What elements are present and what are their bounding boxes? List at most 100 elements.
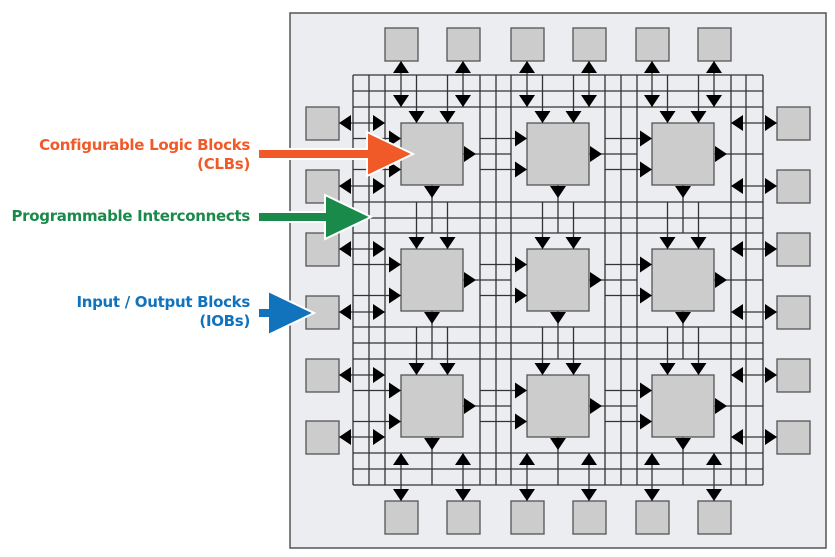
iob-left — [305, 420, 340, 455]
clb-input-arrow — [565, 237, 582, 249]
clb-output-arrow — [424, 438, 440, 450]
clb-block — [651, 122, 715, 186]
clb-input-arrow — [565, 363, 582, 375]
clb-output-arrow — [715, 272, 727, 288]
iob-arrow — [519, 453, 535, 465]
iob-arrow — [393, 95, 409, 107]
clb-block — [651, 248, 715, 312]
clb-output-arrow — [550, 312, 566, 324]
clb-block — [651, 374, 715, 438]
iob-arrow — [581, 95, 597, 107]
iob-arrow — [339, 178, 351, 194]
clb-output-arrow — [675, 186, 691, 198]
iob-callout-arrow — [257, 289, 317, 337]
iob-arrow — [644, 489, 660, 501]
iob-arrow — [373, 304, 385, 320]
clb-block — [526, 248, 590, 312]
iob-arrow — [706, 95, 722, 107]
iob-arrow — [339, 304, 351, 320]
iob-arrow — [455, 61, 471, 73]
iob-bottom — [446, 500, 481, 535]
iob-arrow — [644, 61, 660, 73]
iob-arrow — [706, 489, 722, 501]
clb-input-arrow — [534, 111, 551, 123]
clb-input-arrow — [659, 237, 676, 249]
iob-arrow — [731, 178, 743, 194]
clb-input-arrow — [439, 111, 456, 123]
clb-output-arrow — [590, 398, 602, 414]
callout-label-iob: Input / Output Blocks (IOBs) — [76, 293, 250, 331]
clb-input-arrow — [408, 363, 425, 375]
iob-arrow — [373, 241, 385, 257]
callout-arrows — [257, 130, 416, 337]
clb-block — [400, 248, 464, 312]
iob-arrow — [455, 95, 471, 107]
clb-input-arrow — [534, 237, 551, 249]
interconnect-callout-arrow — [257, 193, 374, 241]
callout-clb-line1: Configurable Logic Blocks — [39, 136, 250, 154]
iob-arrow — [339, 241, 351, 257]
iob-arrow — [455, 489, 471, 501]
iob-arrow — [765, 429, 777, 445]
clb-input-arrow — [640, 130, 652, 147]
iob-arrow — [393, 61, 409, 73]
callout-interconnect-line1: Programmable Interconnects — [11, 207, 250, 225]
iob-left — [305, 169, 340, 204]
clb-input-arrow — [515, 161, 527, 178]
iob-arrow — [393, 453, 409, 465]
clb-input-arrow — [690, 237, 707, 249]
iob-top — [510, 27, 545, 62]
clb-input-arrow — [389, 161, 401, 178]
iob-bottom — [510, 500, 545, 535]
iob-top — [446, 27, 481, 62]
iob-right — [776, 420, 811, 455]
iob-arrow — [644, 453, 660, 465]
iob-bottom — [384, 500, 419, 535]
clb-input-arrow — [389, 287, 401, 304]
iob-arrow — [731, 304, 743, 320]
clb-output-arrow — [464, 146, 476, 162]
iob-arrow — [765, 178, 777, 194]
iob-arrow — [455, 453, 471, 465]
iob-top — [572, 27, 607, 62]
iob-arrow — [765, 304, 777, 320]
iob-arrow — [519, 489, 535, 501]
clb-input-arrow — [640, 382, 652, 399]
iob-arrow — [373, 429, 385, 445]
iob-top — [697, 27, 732, 62]
signal-arrows — [339, 61, 777, 501]
clb-output-arrow — [715, 398, 727, 414]
iob-arrow — [519, 61, 535, 73]
iob-right — [776, 232, 811, 267]
iob-arrow — [339, 367, 351, 383]
clb-block — [526, 374, 590, 438]
clb-output-arrow — [464, 272, 476, 288]
clb-input-arrow — [515, 130, 527, 147]
clb-output-arrow — [675, 312, 691, 324]
callout-label-interconnect: Programmable Interconnects — [11, 207, 250, 226]
clb-input-arrow — [515, 287, 527, 304]
iob-arrow — [765, 115, 777, 131]
clb-output-arrow — [550, 186, 566, 198]
iob-arrow — [706, 61, 722, 73]
clb-output-arrow — [590, 272, 602, 288]
clb-input-arrow — [389, 413, 401, 430]
clb-input-arrow — [389, 256, 401, 273]
iob-arrow — [731, 429, 743, 445]
iob-left — [305, 106, 340, 141]
clb-block — [400, 374, 464, 438]
clb-block — [526, 122, 590, 186]
clb-input-arrow — [439, 237, 456, 249]
iob-bottom — [635, 500, 670, 535]
callout-iob-line1: Input / Output Blocks — [76, 293, 250, 311]
clb-input-arrow — [690, 363, 707, 375]
callout-label-clb: Configurable Logic Blocks (CLBs) — [39, 136, 250, 174]
clb-input-arrow — [408, 237, 425, 249]
iob-arrow — [731, 115, 743, 131]
clb-output-arrow — [464, 398, 476, 414]
iob-arrow — [581, 453, 597, 465]
clb-input-arrow — [515, 413, 527, 430]
iob-arrow — [706, 453, 722, 465]
logic-blocks — [305, 27, 811, 535]
